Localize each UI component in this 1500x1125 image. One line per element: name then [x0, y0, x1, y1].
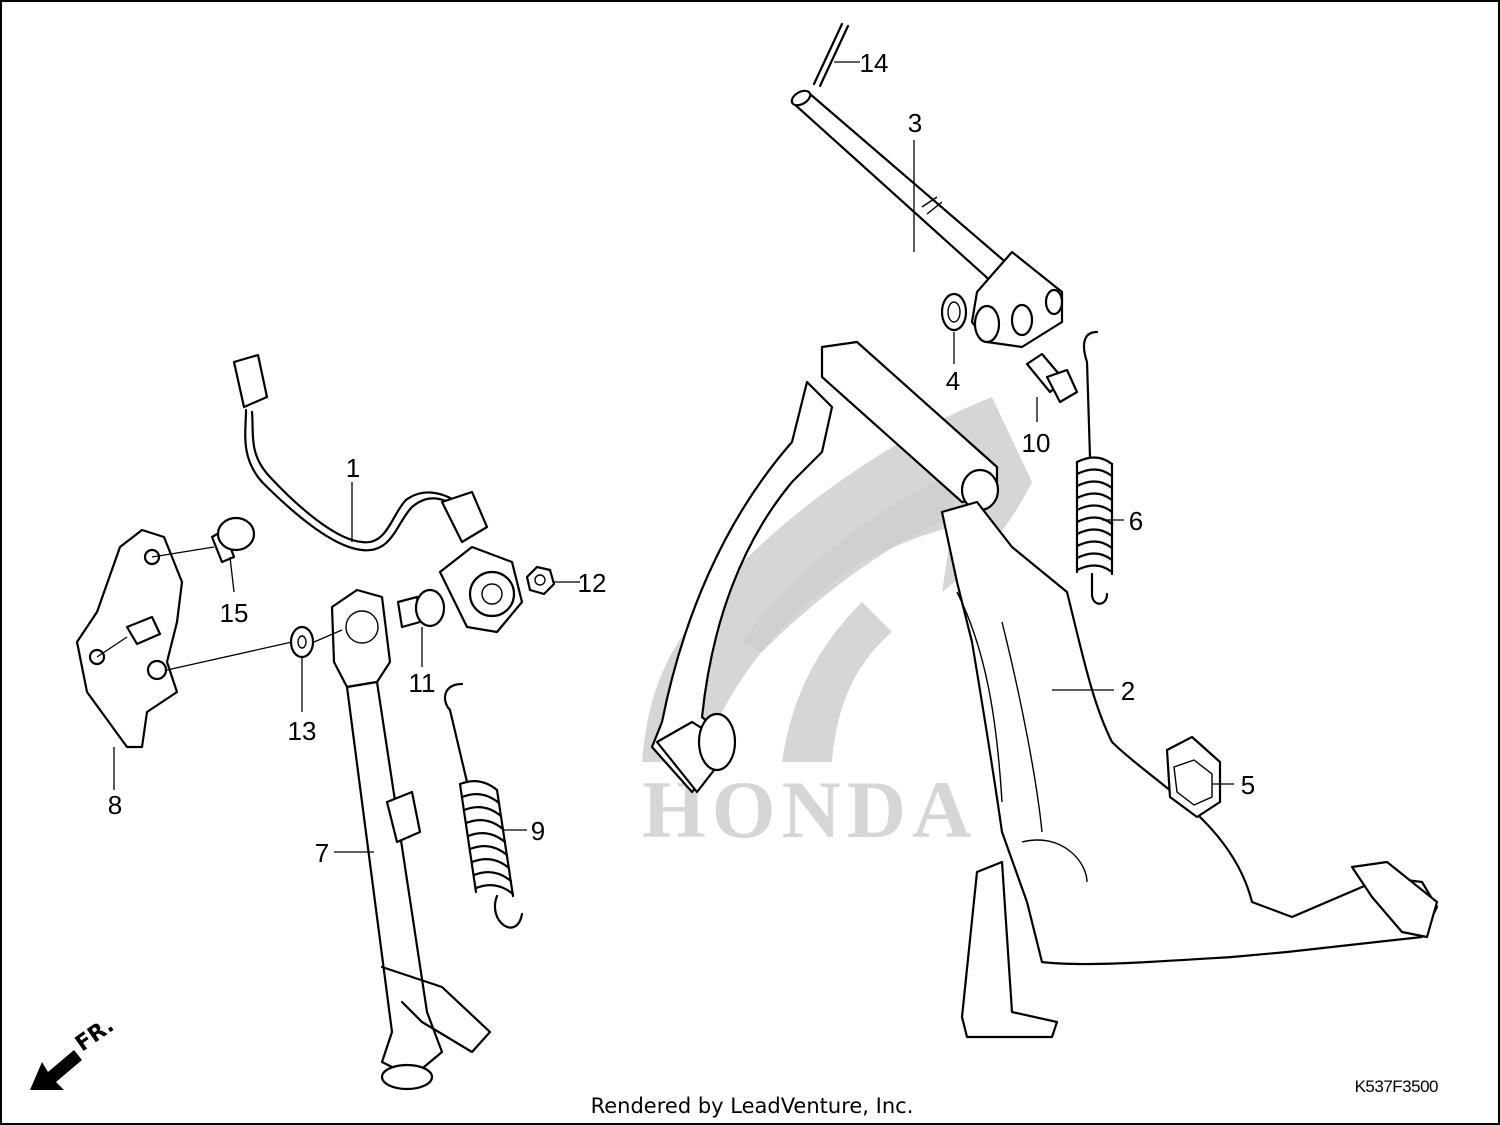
front-direction-arrow: FR. — [30, 1013, 119, 1090]
part-13-washer — [289, 625, 315, 659]
callout-6: 6 — [1129, 506, 1143, 536]
part-1-side-stand-switch — [232, 353, 524, 634]
callout-10: 10 — [1022, 428, 1051, 458]
part-2-main-stand — [650, 340, 1439, 1039]
callout-4: 4 — [946, 366, 960, 396]
part-11-bolt — [396, 588, 446, 629]
callout-3: 3 — [908, 108, 922, 138]
callout-2: 2 — [1121, 676, 1135, 706]
footer-credit: Rendered by LeadVenture, Inc. — [590, 1094, 914, 1118]
callout-7: 7 — [315, 838, 329, 868]
callout-12: 12 — [578, 568, 607, 598]
part-7-side-stand — [330, 588, 492, 1091]
part-6-spring — [1075, 330, 1114, 605]
part-8-bracket — [75, 528, 184, 749]
fr-label: FR. — [71, 1013, 119, 1057]
callout-5: 5 — [1241, 770, 1255, 800]
front-arrow-icon — [30, 1050, 82, 1090]
callout-labels: 1 2 3 4 5 6 7 8 9 10 11 12 13 14 15 — [108, 48, 1255, 868]
part-12-nut — [525, 565, 556, 596]
leader-lines — [96, 61, 1234, 853]
part-5-stopper — [1165, 735, 1222, 819]
callout-15: 15 — [220, 598, 249, 628]
part-4-collar — [940, 292, 968, 332]
callout-1: 1 — [346, 453, 360, 483]
callout-8: 8 — [108, 790, 122, 820]
part-15-bolt — [210, 516, 256, 564]
callout-11: 11 — [409, 668, 436, 698]
diagram-code: K537F3500 — [1354, 1077, 1439, 1096]
part-14-cotter-pin — [812, 22, 850, 88]
callout-14: 14 — [860, 48, 889, 78]
callout-9: 9 — [531, 816, 545, 846]
stand-bracket-plate — [970, 250, 1064, 349]
callout-13: 13 — [288, 716, 317, 746]
honda-wing-watermark — [642, 397, 1032, 762]
part-9-spring — [443, 682, 524, 929]
part-10-bolt — [1025, 352, 1079, 404]
